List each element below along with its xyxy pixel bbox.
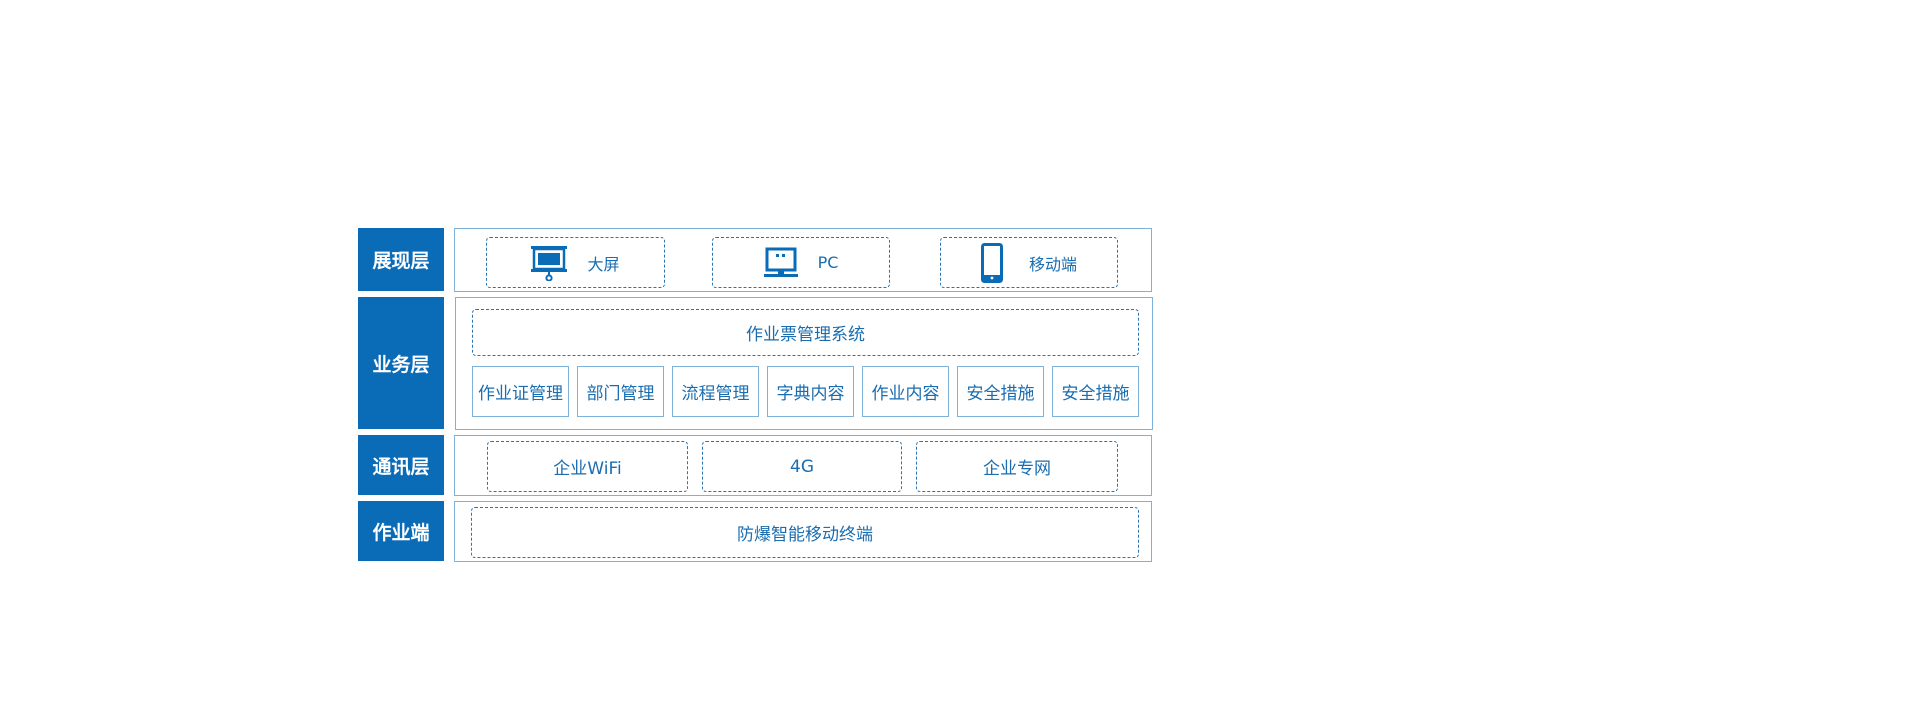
projector-screen-icon — [531, 245, 568, 281]
presentation-item-big-screen: 大屏 — [486, 237, 665, 288]
layer-label-communication: 通讯层 — [358, 435, 444, 495]
communication-item-4g: 4G — [702, 441, 902, 492]
business-module: 部门管理 — [577, 366, 664, 417]
layer-label-presentation: 展现层 — [358, 228, 444, 291]
desktop-monitor-icon — [763, 247, 798, 279]
business-module: 安全措施 — [957, 366, 1044, 417]
pc-label: PC — [817, 253, 839, 272]
layer-label-terminal: 作业端 — [358, 501, 444, 561]
business-module: 流程管理 — [672, 366, 759, 417]
business-module: 作业证管理 — [472, 366, 569, 417]
mobile-label: 移动端 — [1028, 254, 1077, 274]
business-layer-panel: 作业票管理系统 作业证管理 部门管理 流程管理 字典内容 作业内容 安全措施 安… — [455, 297, 1153, 430]
big-screen-label: 大屏 — [587, 254, 620, 274]
communication-item-wifi: 企业WiFi — [487, 441, 688, 492]
business-module: 字典内容 — [767, 366, 854, 417]
terminal-layer-panel: 防爆智能移动终端 — [454, 501, 1152, 562]
presentation-item-mobile: 移动端 — [940, 237, 1118, 288]
terminal-device-box: 防爆智能移动终端 — [471, 507, 1139, 558]
presentation-item-pc: PC — [712, 237, 890, 288]
presentation-layer-panel: 大屏 PC 移动端 — [454, 228, 1152, 292]
business-module: 作业内容 — [862, 366, 949, 417]
layer-label-business: 业务层 — [358, 297, 444, 429]
business-system-box: 作业票管理系统 — [472, 309, 1139, 356]
mobile-phone-icon — [980, 242, 1003, 283]
communication-layer-panel: 企业WiFi 4G 企业专网 — [454, 435, 1152, 496]
business-module: 安全措施 — [1052, 366, 1139, 417]
communication-item-private-network: 企业专网 — [916, 441, 1118, 492]
